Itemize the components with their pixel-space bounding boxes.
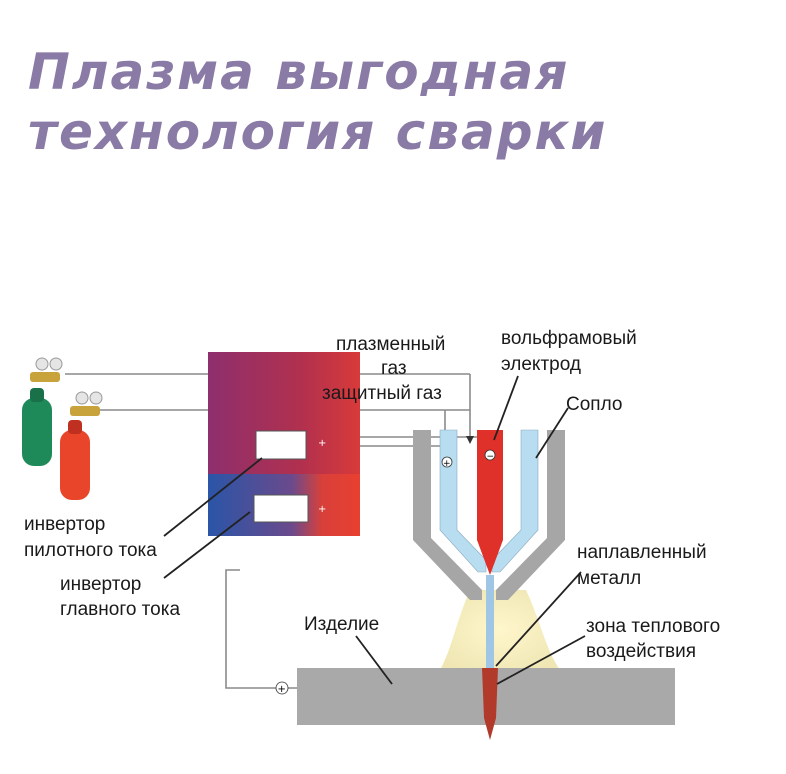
- workpiece: +: [275, 668, 675, 740]
- svg-text:+: +: [318, 438, 326, 449]
- page-title: Плазма выгодная технология сварки: [28, 42, 607, 162]
- plasma-jet: [486, 575, 494, 675]
- label-nozzle: Сопло: [566, 394, 622, 415]
- diagram-labels: плазменный газ защитный газ вольфрамовый…: [24, 328, 720, 662]
- label-weld-metal-line1: наплавленный: [577, 542, 707, 563]
- tungsten-electrode: −: [477, 430, 503, 575]
- svg-text:+: +: [443, 459, 451, 469]
- label-plasma-gas-line2: газ: [381, 358, 407, 379]
- label-workpiece: Изделие: [304, 614, 379, 635]
- plus-terminal-icon: [441, 456, 453, 468]
- label-pilot-inverter-line1: инвертор: [24, 514, 105, 535]
- plasma-arc: [440, 590, 560, 670]
- svg-text:−: −: [487, 452, 495, 462]
- nozzle: [413, 430, 565, 600]
- gas-cylinder-red: [60, 391, 103, 500]
- label-pilot-inverter-line2: пилотного тока: [24, 540, 157, 561]
- svg-text:+: +: [318, 504, 326, 515]
- label-heat-zone-line1: зона теплового: [586, 616, 720, 637]
- gas-cylinder-green: [22, 357, 63, 466]
- label-main-inverter-line2: главного тока: [60, 599, 180, 620]
- leader-lines: [163, 375, 586, 685]
- title-line-1: Плазма выгодная: [28, 43, 570, 101]
- label-heat-zone-line2: воздействия: [586, 641, 696, 662]
- label-main-inverter-line1: инвертор: [60, 574, 141, 595]
- label-tungsten-electrode-line1: вольфрамовый: [501, 328, 637, 349]
- label-plasma-gas-line1: плазменный: [336, 334, 445, 355]
- title-line-2: технология сварки: [28, 103, 608, 161]
- svg-text:+: +: [278, 684, 286, 695]
- label-shielding-gas: защитный газ: [322, 383, 442, 404]
- label-weld-metal-line2: металл: [577, 568, 641, 589]
- label-tungsten-electrode-line2: электрод: [501, 354, 581, 375]
- control-unit: + +: [208, 352, 360, 536]
